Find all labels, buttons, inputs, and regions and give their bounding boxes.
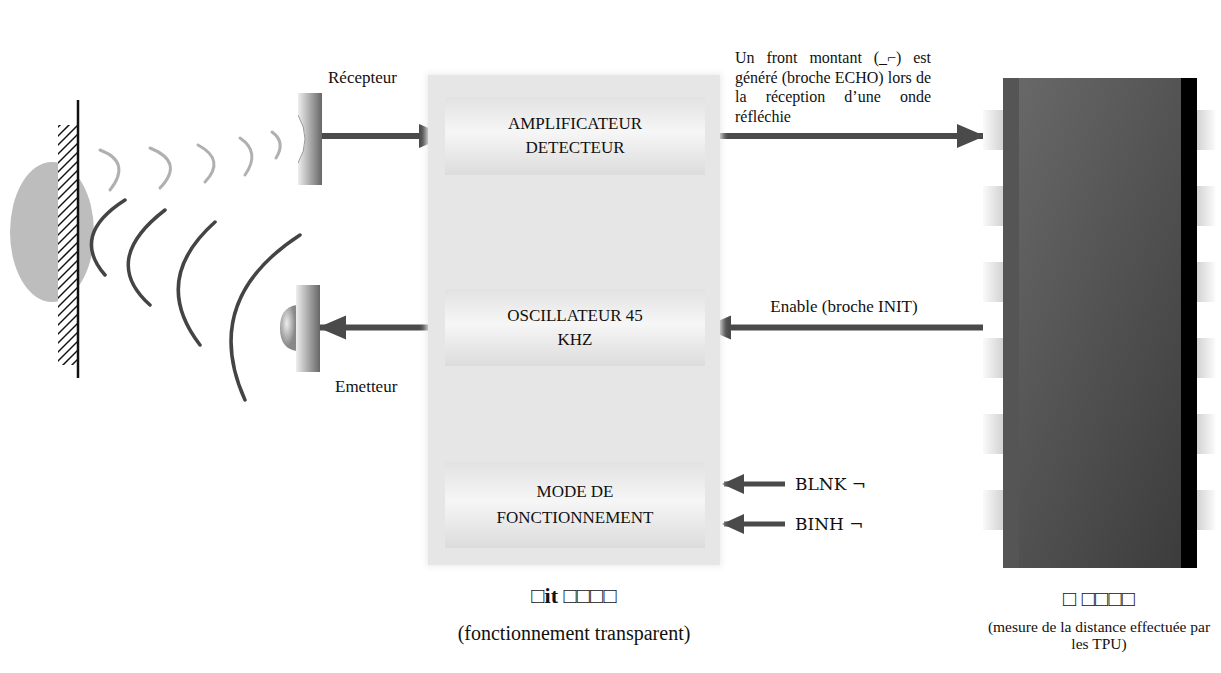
node-text: AMPLIFICATEUR DETECTEUR xyxy=(475,112,675,160)
function-block: OSCILLATEUR 45 KHZ xyxy=(445,289,705,366)
node-shape xyxy=(983,78,1215,568)
signal-arrow xyxy=(705,133,983,139)
signal-label: BLNK ¬ xyxy=(795,472,866,496)
blnk-arrow xyxy=(724,482,785,487)
function-block: MODE DE FONCTIONNEMENT xyxy=(445,462,705,548)
wall-hatching xyxy=(58,125,78,365)
edge-label: Un front montant (_⌐) est généré (broche… xyxy=(735,48,931,126)
node-text: OSCILLATEUR 45 KHZ xyxy=(500,304,650,352)
target-object xyxy=(10,162,94,302)
component-title: □ □□□□ xyxy=(983,586,1215,612)
microcontroller-chip: □ □□□□(mesure de la distance effectuée p… xyxy=(983,78,1215,568)
kit-panel: □it □□□□(fonctionnement transparent)AMPL… xyxy=(428,75,720,565)
node-shape xyxy=(280,285,320,372)
edge-label: Enable (broche INIT) xyxy=(705,296,983,318)
node-shape xyxy=(298,93,322,185)
node-text: Récepteur xyxy=(328,68,397,88)
component-caption: (mesure de la distance effectuée par les… xyxy=(987,618,1211,652)
function-block: AMPLIFICATEUR DETECTEUR xyxy=(445,97,705,175)
emitter-transducer: Emetteur xyxy=(280,285,320,372)
component-caption: (fonctionnement transparent) xyxy=(408,621,740,645)
receiver-transducer: Récepteur xyxy=(298,93,322,185)
binh-arrow xyxy=(724,522,785,527)
signal-arrow xyxy=(320,325,445,331)
node-text: Emetteur xyxy=(335,377,397,397)
emitted-waves xyxy=(91,200,300,400)
node-text: MODE DE FONCTIONNEMENT xyxy=(475,479,675,531)
signal-label: BINH ¬ xyxy=(795,512,864,536)
component-title: □it □□□□ xyxy=(428,583,720,609)
signal-arrow xyxy=(322,133,445,139)
reflected-waves xyxy=(100,132,280,190)
wall-line xyxy=(77,100,80,378)
signal-arrow xyxy=(705,325,983,331)
